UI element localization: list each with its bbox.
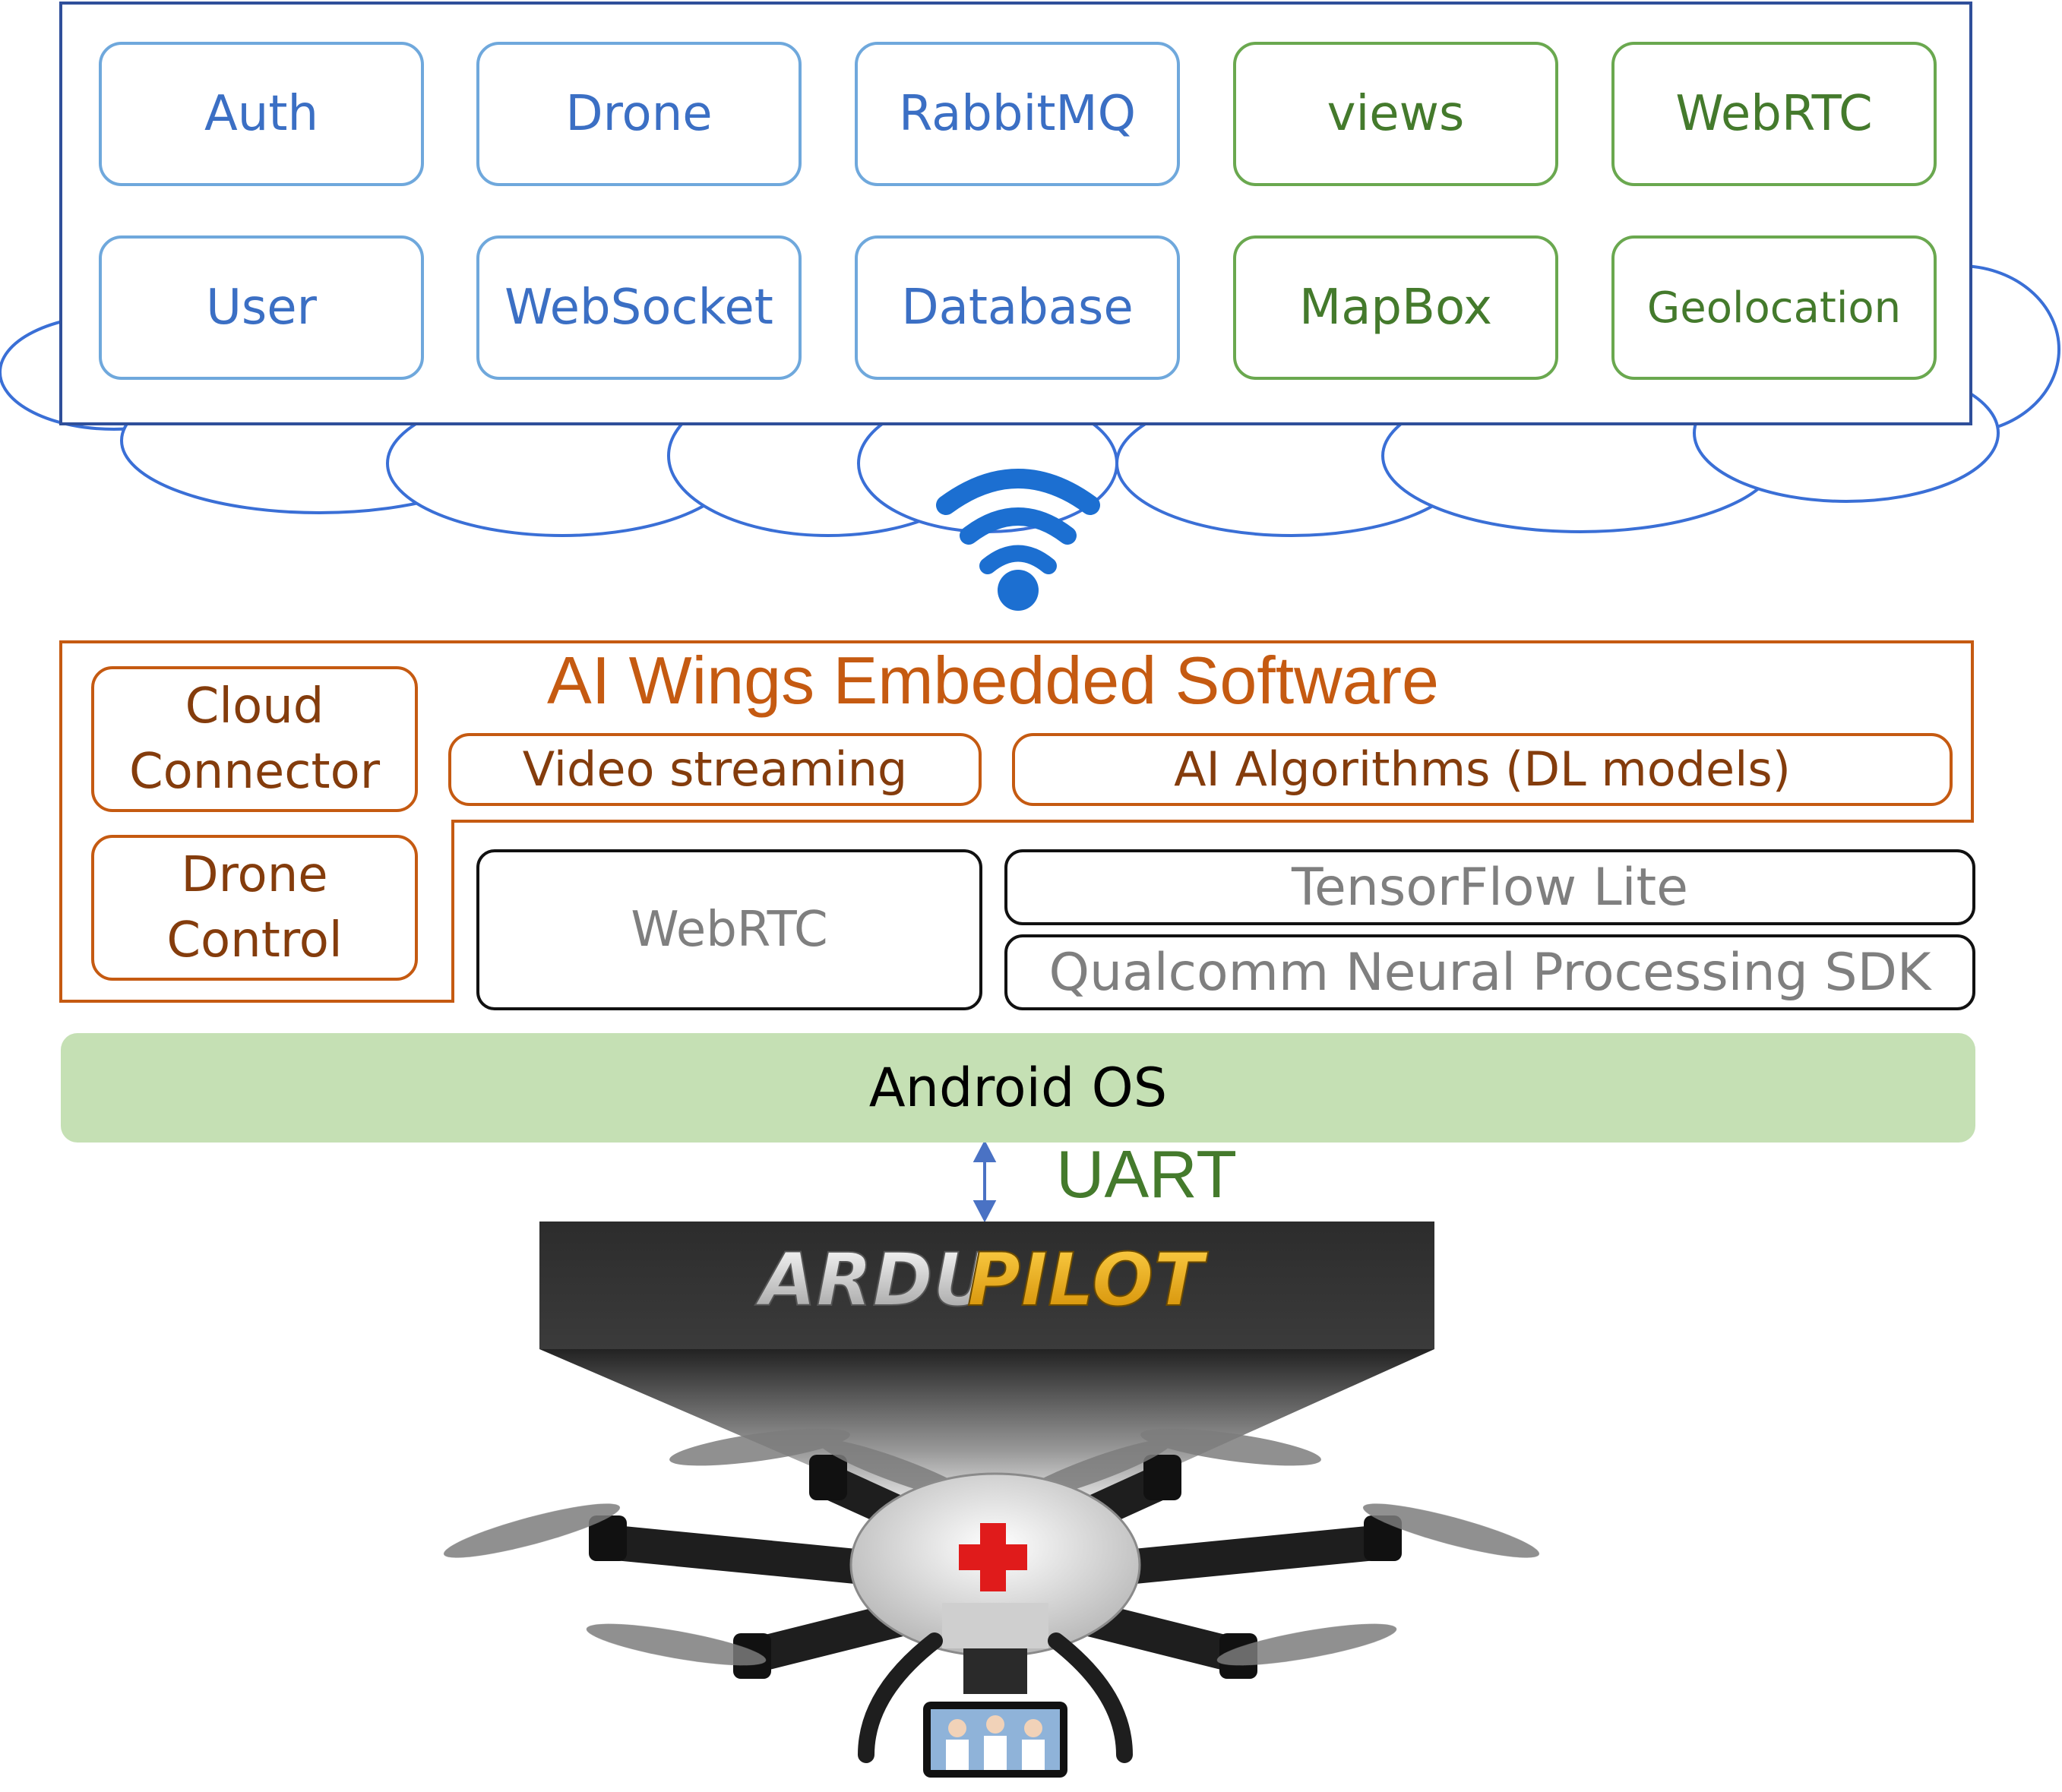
android-os-bar: Android OS [61, 1033, 1975, 1143]
service-box-drone: Drone [476, 42, 802, 186]
uart-arrow [972, 1139, 997, 1223]
service-label: Geolocation [1646, 283, 1902, 333]
drone-control-label: Drone Control [166, 846, 343, 969]
wifi-icon [936, 469, 1100, 611]
service-label: RabbitMQ [899, 86, 1136, 142]
video-streaming-label: Video streaming [522, 741, 908, 798]
android-os-label: Android OS [868, 1057, 1168, 1119]
webrtc-label: WebRTC [631, 902, 828, 958]
service-label: User [206, 280, 317, 336]
service-label: WebSocket [504, 280, 773, 336]
service-label: WebRTC [1675, 86, 1873, 142]
service-box-views: views [1233, 42, 1558, 186]
service-box-user: User [99, 235, 424, 380]
ardupilot-bar: ARDU PILOT [539, 1222, 1434, 1349]
service-box-websocket: WebSocket [476, 235, 802, 380]
video-streaming-box: Video streaming [448, 733, 982, 806]
service-box-webrtc: WebRTC [1611, 42, 1937, 186]
service-box-auth: Auth [99, 42, 424, 186]
service-box-database: Database [855, 235, 1180, 380]
cloud-connector-box: Cloud Connector [91, 666, 418, 812]
service-label: Database [901, 280, 1134, 336]
ardupilot-logo-part2: PILOT [967, 1237, 1208, 1323]
drone-control-box: Drone Control [91, 835, 418, 981]
ardupilot-logo: ARDU PILOT [754, 1237, 1209, 1323]
service-box-mapbox: MapBox [1233, 235, 1558, 380]
embedded-software-panel [59, 640, 1974, 823]
uart-label: UART [1056, 1136, 1237, 1212]
service-box-rabbitmq: RabbitMQ [855, 42, 1180, 186]
drone-image [443, 1428, 1540, 1778]
webrtc-box: WebRTC [476, 849, 982, 1010]
service-label: views [1327, 86, 1465, 142]
qualcomm-sdk-box: Qualcomm Neural Processing SDK [1004, 934, 1975, 1010]
tensorflow-lite-box: TensorFlow Lite [1004, 849, 1975, 925]
embedded-title: AI Wings Embedded Software [547, 643, 1439, 718]
ai-algorithms-label: AI Algorithms (DL models) [1174, 741, 1791, 798]
tensorflow-lite-label: TensorFlow Lite [1291, 857, 1689, 918]
service-label: Drone [565, 86, 713, 142]
ai-algorithms-box: AI Algorithms (DL models) [1012, 733, 1953, 806]
red-cross-icon [959, 1523, 1027, 1591]
service-box-geolocation: Geolocation [1611, 235, 1937, 380]
ardupilot-logo-part1: ARDU [754, 1237, 992, 1323]
cloud-connector-label: Cloud Connector [128, 678, 381, 800]
qualcomm-sdk-label: Qualcomm Neural Processing SDK [1048, 942, 1931, 1003]
projection-beam [539, 1349, 1434, 1519]
service-label: MapBox [1298, 280, 1493, 336]
service-label: Auth [204, 86, 318, 142]
